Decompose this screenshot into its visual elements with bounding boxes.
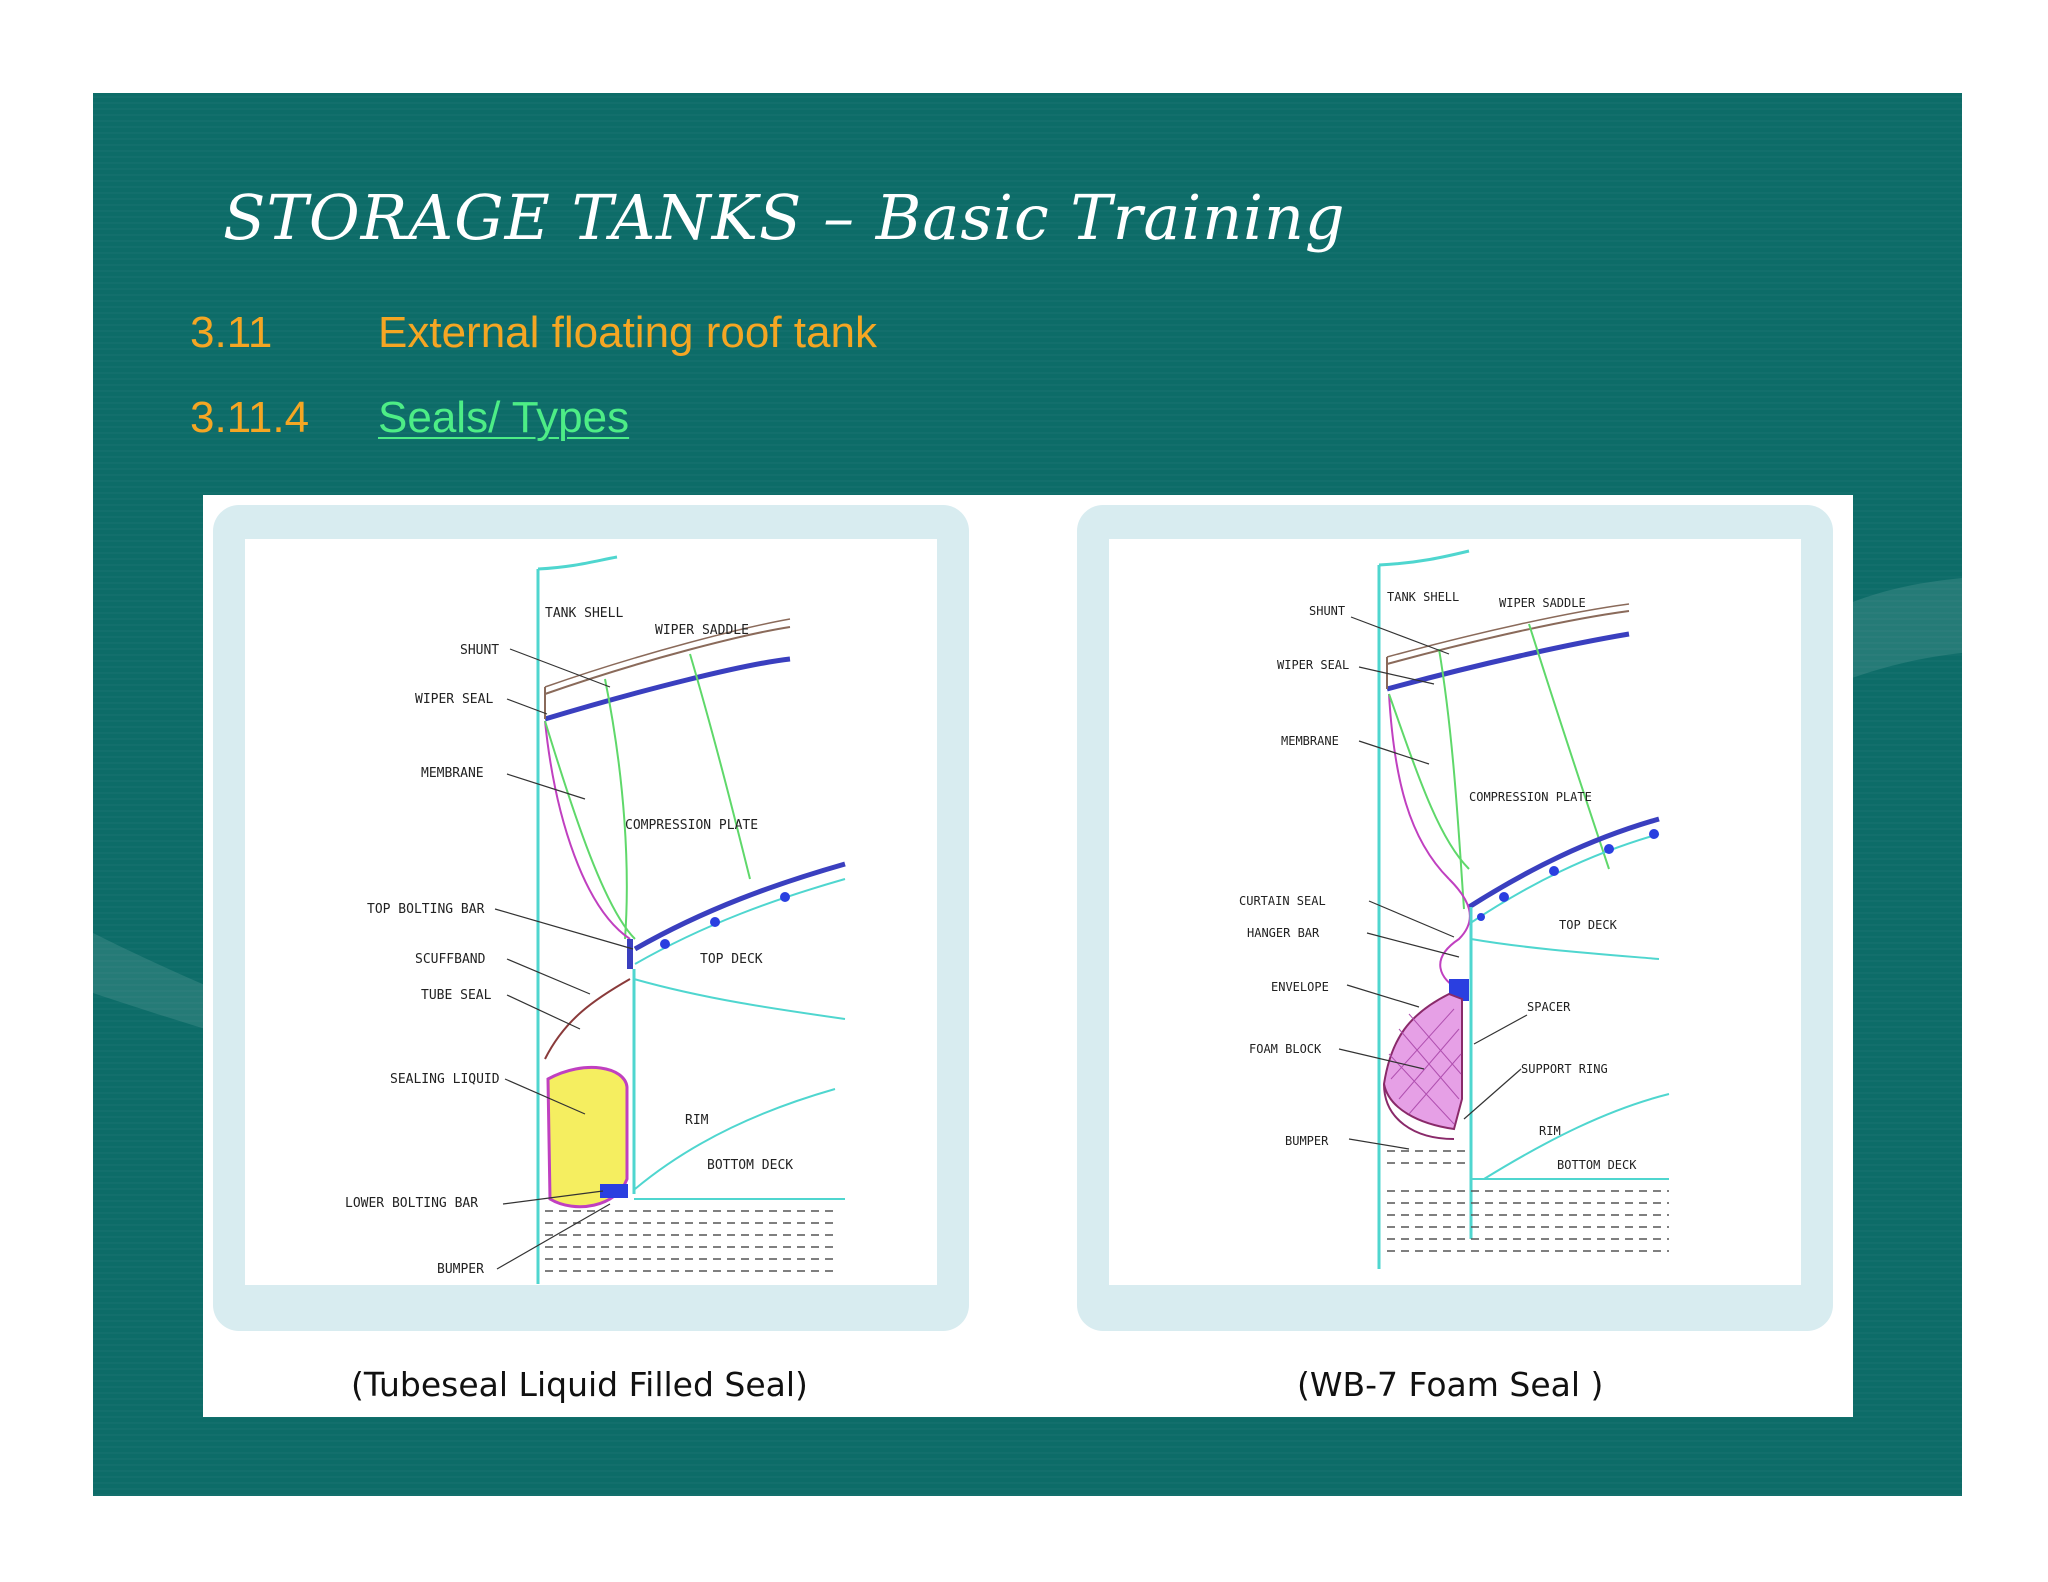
- seal-diagram-figure: TANK SHELL WIPER SADDLE SHUNT WIPER SEAL…: [203, 495, 1853, 1417]
- section-number: 3.11.4: [190, 393, 310, 442]
- section-number: 3.11: [190, 308, 273, 357]
- label-shunt: SHUNT: [460, 643, 499, 658]
- label-foam-block: FOAM BLOCK: [1249, 1042, 1322, 1056]
- label-bumper: BUMPER: [437, 1262, 484, 1277]
- label-membrane: MEMBRANE: [421, 766, 484, 781]
- tubeseal-panel: TANK SHELL WIPER SADDLE SHUNT WIPER SEAL…: [213, 505, 969, 1404]
- tubeseal-drawing: TANK SHELL WIPER SADDLE SHUNT WIPER SEAL…: [345, 555, 846, 1284]
- label-wiper-saddle: WIPER SADDLE: [1499, 596, 1586, 610]
- label-bumper: BUMPER: [1285, 1134, 1329, 1148]
- label-tank-shell: TANK SHELL: [545, 606, 623, 621]
- label-rim: RIM: [1539, 1124, 1561, 1138]
- label-compression-plate: COMPRESSION PLATE: [1469, 790, 1592, 804]
- label-bottom-deck: BOTTOM DECK: [707, 1158, 793, 1173]
- slide: STORAGE TANKS – Basic Training 3.11 Exte…: [93, 93, 1962, 1496]
- label-top-deck: TOP DECK: [700, 952, 763, 967]
- label-top-deck: TOP DECK: [1559, 918, 1618, 932]
- section-text: External floating roof tank: [378, 308, 877, 357]
- label-rim: RIM: [685, 1113, 709, 1128]
- wb7-foam-seal-drawing: TANK SHELL WIPER SADDLE SHUNT WIPER SEAL…: [1239, 549, 1670, 1269]
- seals-types-link[interactable]: Seals/ Types: [378, 393, 630, 442]
- tubeseal-diagram: TANK SHELL WIPER SADDLE SHUNT WIPER SEAL…: [245, 539, 937, 1285]
- section-title-1: External floating roof tank: [378, 308, 877, 358]
- label-compression-plate: COMPRESSION PLATE: [625, 818, 758, 833]
- section-title-2: Seals/ Types: [378, 393, 629, 443]
- tubeseal-caption: (Tubeseal Liquid Filled Seal): [351, 1365, 808, 1404]
- label-top-bolting-bar: TOP BOLTING BAR: [367, 902, 485, 917]
- section-heading-1: 3.11: [190, 308, 272, 358]
- label-sealing-liquid: SEALING LIQUID: [390, 1072, 500, 1087]
- label-curtain-seal: CURTAIN SEAL: [1239, 894, 1326, 908]
- label-tube-seal: TUBE SEAL: [421, 988, 492, 1003]
- section-heading-2: 3.11.4: [190, 393, 309, 443]
- wb7-foam-seal-panel: TANK SHELL WIPER SADDLE SHUNT WIPER SEAL…: [1077, 505, 1833, 1404]
- label-lower-bolting-bar: LOWER BOLTING BAR: [345, 1196, 478, 1211]
- label-tank-shell: TANK SHELL: [1387, 590, 1459, 604]
- label-scuffband: SCUFFBAND: [415, 952, 486, 967]
- label-shunt: SHUNT: [1309, 604, 1345, 618]
- label-hanger-bar: HANGER BAR: [1247, 926, 1320, 940]
- label-wiper-seal: WIPER SEAL: [1277, 658, 1349, 672]
- label-wiper-seal: WIPER SEAL: [415, 692, 493, 707]
- label-envelope: ENVELOPE: [1271, 980, 1329, 994]
- label-wiper-saddle: WIPER SADDLE: [655, 623, 749, 638]
- slide-title: STORAGE TANKS – Basic Training: [223, 181, 1346, 254]
- label-bottom-deck: BOTTOM DECK: [1557, 1158, 1637, 1172]
- label-support-ring: SUPPORT RING: [1521, 1062, 1608, 1076]
- wb7-foam-seal-diagram: TANK SHELL WIPER SADDLE SHUNT WIPER SEAL…: [1109, 539, 1801, 1285]
- wb7-foam-seal-caption: (WB-7 Foam Seal ): [1297, 1365, 1604, 1404]
- label-spacer: SPACER: [1527, 1000, 1571, 1014]
- label-membrane: MEMBRANE: [1281, 734, 1339, 748]
